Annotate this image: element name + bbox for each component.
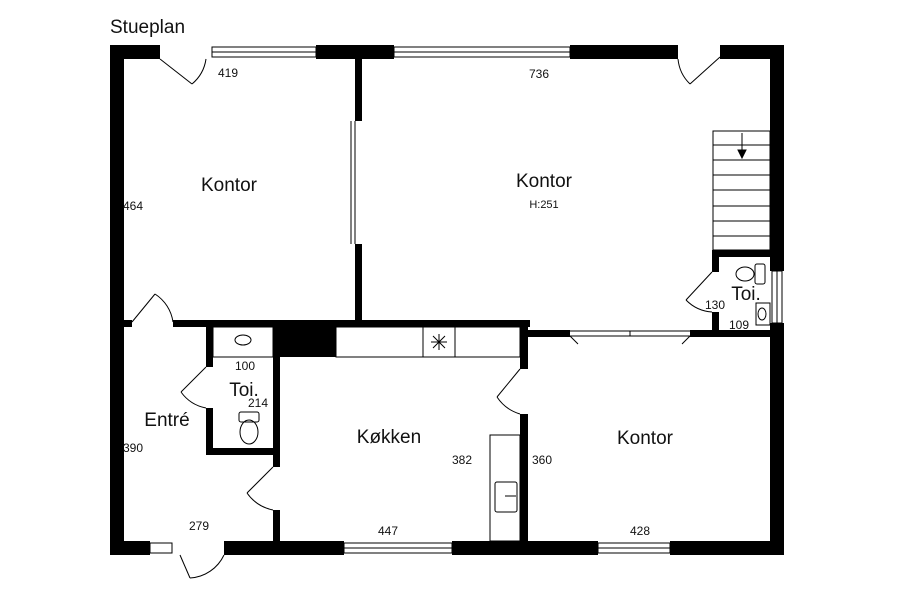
- door-swing-icon: [685, 271, 713, 313]
- outer-wall-bottom-segment: [670, 541, 784, 555]
- outer-wall-right-lower: [770, 323, 784, 555]
- door-swing-icon: [131, 293, 174, 323]
- inner-wall: [355, 244, 362, 324]
- inner-wall: [520, 414, 528, 541]
- toilet-icon: [238, 411, 260, 445]
- sink-icon: [494, 481, 518, 513]
- sink-icon: [212, 326, 274, 358]
- inner-wall: [273, 510, 280, 541]
- dimension-279: 279: [189, 519, 209, 533]
- inner-wall: [173, 320, 530, 327]
- door-swing-icon: [180, 366, 207, 409]
- inner-wall: [528, 330, 570, 337]
- kitchen-counter-side: [489, 434, 521, 542]
- room-label-kontor-nw: Kontor: [201, 175, 258, 196]
- room-label-kontor-se: Kontor: [617, 428, 674, 449]
- inner-wall: [355, 59, 362, 121]
- dimension-109: 109: [729, 318, 749, 332]
- doors: [131, 56, 721, 579]
- sliding-door-icon: [350, 121, 356, 244]
- inner-wall: [124, 320, 132, 327]
- sink-icon: [755, 302, 771, 326]
- outer-wall-bottom-segment: [110, 541, 150, 555]
- inner-wall: [712, 250, 719, 272]
- room-label-entre: Entré: [144, 410, 189, 431]
- inner-wall: [712, 250, 770, 257]
- dimension-428: 428: [630, 524, 650, 538]
- room-label-toilet-mid: Toi.: [229, 380, 259, 401]
- room-height-label: H:251: [529, 199, 558, 211]
- plan-title: Stueplan: [110, 17, 186, 38]
- inner-wall: [206, 408, 213, 454]
- fixtures: [212, 263, 771, 542]
- dimension-736: 736: [529, 67, 549, 81]
- outer-wall-right-upper: [770, 45, 784, 271]
- sliding-door-icon: [569, 330, 691, 345]
- outer-wall-bottom-segment: [452, 541, 598, 555]
- inner-wall: [690, 330, 770, 337]
- dimension-382: 382: [452, 453, 472, 467]
- dimension-419: 419: [218, 66, 238, 80]
- outer-wall-top-segment: [720, 45, 784, 59]
- dimension-100: 100: [235, 359, 255, 373]
- dimension-390: 390: [123, 441, 143, 455]
- kitchen-counter: [335, 326, 521, 358]
- dimension-214: 214: [248, 396, 268, 410]
- toilet-icon: [735, 263, 766, 285]
- chimney-block: [278, 322, 336, 357]
- room-label-toilet-ne: Toi.: [731, 284, 761, 305]
- outer-wall-top-segment: [316, 45, 394, 59]
- inner-wall: [206, 448, 276, 455]
- outer-wall-top-segment: [570, 45, 678, 59]
- room-label-kokken: Køkken: [357, 427, 421, 448]
- windows: [149, 46, 783, 554]
- door-swing-icon: [179, 554, 225, 579]
- outer-wall-left: [110, 45, 124, 555]
- dimension-447: 447: [378, 524, 398, 538]
- inner-wall: [712, 312, 719, 337]
- stove-icon: [431, 334, 447, 350]
- dimension-130: 130: [705, 298, 725, 312]
- inner-wall: [273, 327, 280, 467]
- door-swing-icon: [159, 58, 207, 85]
- stairs-icon: [712, 130, 771, 251]
- door-swing-icon: [677, 56, 721, 85]
- room-label-kontor-main: Kontor: [516, 171, 573, 192]
- inner-wall: [206, 327, 213, 367]
- door-swing-icon: [496, 368, 521, 415]
- dimension-360: 360: [532, 453, 552, 467]
- walls: [110, 45, 784, 555]
- dimension-464: 464: [123, 199, 143, 213]
- inner-wall: [520, 327, 528, 369]
- outer-wall-bottom-segment: [224, 541, 344, 555]
- door-swing-icon: [246, 466, 274, 511]
- window-icon: [149, 542, 173, 554]
